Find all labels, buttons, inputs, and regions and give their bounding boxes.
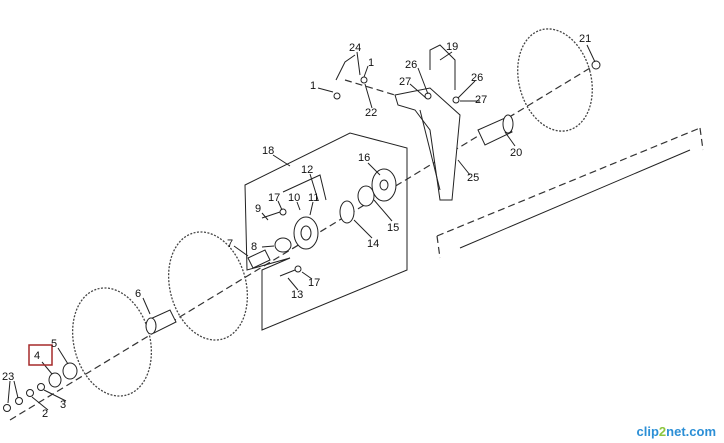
callout-8: 8 xyxy=(251,241,257,253)
u-bolts xyxy=(335,44,456,90)
ring-14 xyxy=(339,200,355,224)
washer-5 xyxy=(62,362,78,380)
callout-16: 16 xyxy=(358,152,370,164)
callout-5: 5 xyxy=(51,338,57,350)
callout-20: 20 xyxy=(510,147,522,159)
callout-4: 4 xyxy=(34,350,40,362)
callout-26: 26 xyxy=(405,59,417,71)
hanger-arm xyxy=(394,87,461,201)
watermark: clip2net.com xyxy=(637,424,716,439)
bolt-13 xyxy=(279,269,296,277)
callout-12: 12 xyxy=(301,164,313,176)
blade-left xyxy=(71,287,153,397)
callout-26: 26 xyxy=(471,72,483,84)
callout-13: 13 xyxy=(291,289,303,301)
watermark-accent: 2 xyxy=(658,424,667,439)
nut-17 xyxy=(294,265,302,273)
blade-right xyxy=(517,28,593,132)
watermark-suffix: net.com xyxy=(666,424,716,439)
callout-27: 27 xyxy=(399,76,411,88)
callout-18: 18 xyxy=(262,145,274,157)
callout-14: 14 xyxy=(367,238,379,250)
bracket-12 xyxy=(282,174,327,201)
callout-24: 24 xyxy=(349,42,361,54)
callout-23: 23 xyxy=(2,371,14,383)
callout-17: 17 xyxy=(308,277,320,289)
callout-6: 6 xyxy=(135,288,141,300)
callout-7: 7 xyxy=(227,238,233,250)
collar-8 xyxy=(274,237,292,253)
callout-3: 3 xyxy=(60,399,66,411)
callout-25: 25 xyxy=(467,172,479,184)
watermark-prefix: clip xyxy=(636,424,659,439)
nut-23 xyxy=(3,404,11,412)
shaft-bracket xyxy=(436,127,704,259)
callout-1: 1 xyxy=(310,80,316,92)
callout-27: 27 xyxy=(475,94,487,106)
nut xyxy=(452,96,460,104)
bearing-group-outline xyxy=(244,132,408,331)
flange-hole xyxy=(300,225,312,241)
washer-2 xyxy=(26,389,34,397)
callout-19: 19 xyxy=(446,41,458,53)
callout-15: 15 xyxy=(387,222,399,234)
nut-23 xyxy=(15,397,23,405)
callout-11: 11 xyxy=(308,192,319,204)
callout-21: 21 xyxy=(579,33,591,45)
callout-10: 10 xyxy=(288,192,300,204)
callout-9: 9 xyxy=(255,203,261,215)
bushing-4 xyxy=(48,372,62,388)
flange-hole xyxy=(379,179,389,191)
highlight-box xyxy=(28,344,53,366)
spacer-7 xyxy=(247,249,271,269)
spool-end xyxy=(145,317,157,335)
blade-middle xyxy=(167,231,249,341)
callout-2: 2 xyxy=(42,408,48,420)
nut-17 xyxy=(279,208,287,216)
callout-1: 1 xyxy=(368,57,374,69)
nut xyxy=(360,76,368,84)
spool-end xyxy=(502,114,514,134)
shaft xyxy=(459,149,691,249)
callout-17: 17 xyxy=(268,192,280,204)
hanger-rib xyxy=(419,109,441,191)
washer-21 xyxy=(591,60,601,70)
callout-leaders xyxy=(7,44,596,411)
washer-3 xyxy=(37,383,45,391)
hanger-axis xyxy=(344,79,396,96)
nut xyxy=(333,92,341,100)
bearing-15 xyxy=(357,185,375,207)
callout-22: 22 xyxy=(365,107,377,119)
bolt-9 xyxy=(261,211,281,219)
